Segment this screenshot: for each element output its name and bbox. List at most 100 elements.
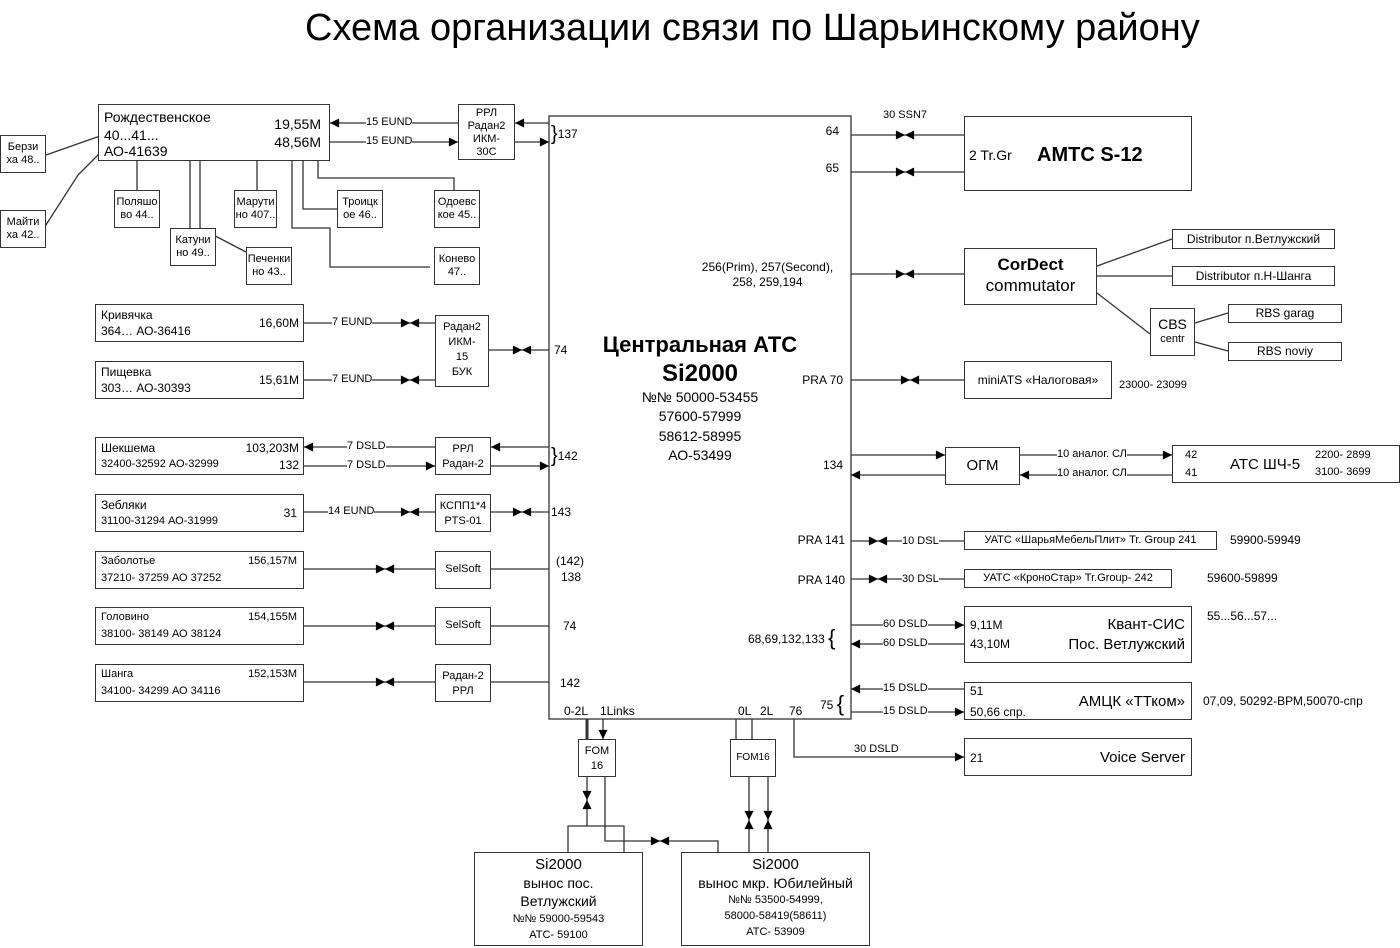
node-label: ое 46.. (343, 209, 377, 221)
si2000-vynos-vetluzhsky: Si2000 вынос пос. Ветлужский №№ 59000-59… (474, 852, 643, 946)
cbs-centr: CBS centr (1150, 308, 1195, 356)
port-label: 256(Prim), 257(Second), (701, 260, 834, 274)
port-label: 134 (822, 458, 843, 472)
port-label: 142 (560, 676, 581, 690)
central-number-range: №№ 50000-53455 (641, 389, 759, 405)
node-name: АМЦК «ТТком» (1078, 693, 1185, 710)
node-label: но 407.. (235, 209, 276, 221)
port-number: 142 (557, 449, 578, 463)
node-port: 15,61M (258, 373, 299, 387)
selsoft-golovino: SelSoft (435, 607, 491, 645)
link-label: 30 SSN7 (883, 109, 928, 121)
ats-shch5: 42 41 АТС ШЧ-5 2200- 2899 3100- 3699 (1172, 445, 1400, 483)
node-label: Печенки (247, 253, 291, 265)
amts-s12: 2 Tr.Gr АМТС S-12 (964, 116, 1192, 191)
device-label: РРЛ (452, 443, 474, 455)
port-label: 74 (554, 343, 568, 357)
node-name: АМТС S-12 (1037, 144, 1143, 166)
link-label: 15 DSLD (883, 682, 928, 695)
number-range: 58000-58419(58611) (724, 910, 827, 922)
si2000-vynos-yubileyny: Si2000 вынос мкр. Юбилейный №№ 53500-549… (681, 852, 870, 946)
node-subtitle: Пос. Ветлужский (1068, 636, 1185, 653)
node-subtitle: commutator (985, 276, 1076, 295)
node-label: Одоевс (437, 196, 477, 208)
link-label: 14 EUND (328, 505, 375, 518)
link-label: 7 DSLD (347, 459, 386, 472)
node-numbers: 32400-32592 АО-32999 (101, 458, 219, 470)
number-range: 2200- 2899 (1315, 449, 1371, 461)
port-number: 137 (557, 127, 578, 141)
port-label: 138 (561, 570, 582, 584)
port-label: 51 (970, 684, 984, 698)
device-label: Радан2 (467, 120, 506, 132)
voice-server: 21 Voice Server (964, 738, 1192, 776)
node-label: ха 48.. (6, 154, 40, 166)
number-range: АТС- 59100 (529, 929, 588, 941)
central-ats-name: Центральная АТС (602, 332, 798, 357)
radan2-ikm15-buk: Радан2 ИКМ- 15 БУК (435, 315, 489, 387)
node-pishchevka: Пищевка 303… АО-30393 15,61M (95, 361, 304, 399)
node-label: Майти (6, 216, 40, 228)
device-label: SelSoft (445, 619, 481, 631)
link-label: 7 DSLD (347, 440, 386, 453)
device-label: ИКМ- (448, 336, 476, 348)
kvant-sis: 9,11M 43,10M Квант-СИС Пос. Ветлужский (964, 606, 1192, 663)
port-label: 21 (970, 751, 984, 765)
port-label: 0-2L (564, 704, 589, 718)
port-label: 68,69,132,133 { (748, 625, 836, 650)
node-zeblyaki: Зебляки 31100-31294 АО-31999 31 (95, 494, 304, 532)
node-port: 156,157M (248, 555, 297, 567)
device-label: ИКМ- (472, 133, 501, 145)
node-krivyachka: Кривячка 364… АО-36416 16,60M (95, 304, 304, 342)
number-range: 07,09, 50292-ВРМ,50070-спр (1203, 694, 1363, 708)
node-subtitle: Ветлужский (520, 893, 597, 909)
link-label: 10 аналог. СЛ (1057, 448, 1127, 461)
node-label: 47.. (447, 266, 467, 278)
node-label: Марути (236, 196, 275, 208)
node-numbers: 38100- 38149 АО 38124 (101, 628, 222, 640)
node-zabolotye: Заболотье 37210- 37259 АО 37252 156,157M (95, 551, 304, 589)
device-label: PTS-01 (444, 515, 482, 527)
node-numbers: 364… АО-36416 (101, 324, 191, 338)
node-label: Конево (438, 253, 476, 265)
node-name: Si2000 (535, 856, 582, 873)
node-port: 152,153M (248, 668, 297, 680)
rbs-garag: RBS garag (1228, 304, 1342, 323)
selsoft-zabolotye: SelSoft (435, 551, 491, 589)
link-label: 30 DSLD (854, 743, 899, 755)
device-label: 30С (476, 146, 497, 158)
link-label: 15 DSLD (883, 705, 928, 718)
port-label: 74 (563, 619, 577, 633)
number-range: АТС- 53909 (746, 926, 805, 938)
node-port: 132 (278, 458, 299, 472)
link-label: 60 DSLD (883, 618, 928, 631)
device-label: Радан-2 (442, 458, 484, 470)
link-label: 7 EUND (332, 373, 373, 386)
rbs-noviy: RBS noviy (1228, 342, 1342, 361)
node-numbers: 31100-31294 АО-31999 (101, 515, 218, 527)
node-label: ха 42.. (6, 229, 40, 241)
node-name: Рождественское (104, 109, 211, 125)
page-title: Схема организации связи по Шарьинскому р… (305, 7, 1200, 49)
node-shanga: Шанга 34100- 34299 АО 34116 152,153M (95, 664, 304, 702)
amck-ttkom: 51 50,66 спр. АМЦК «ТТком» (964, 682, 1192, 720)
ogm: ОГМ (945, 447, 1020, 485)
node-name: Шекшема (101, 441, 156, 455)
device-label: 15 (455, 351, 469, 363)
central-ats-box (548, 115, 852, 720)
node-numbers: 303… АО-30393 (101, 381, 191, 395)
central-number-range: АО-53499 (668, 447, 732, 463)
node-label: Поляшо (116, 196, 158, 208)
node-port: 48,56M (274, 134, 321, 150)
port-label: 76 (789, 704, 803, 718)
node-shekshema: Шекшема 32400-32592 АО-32999 103,203M 13… (95, 437, 304, 475)
distributor-vetluzhsky: Distributor п.Ветлужский (1172, 229, 1335, 249)
node-port: 31 (283, 506, 297, 520)
node-port: 16,60M (258, 316, 299, 330)
port-label: PRA 140 (797, 573, 845, 587)
node-rozhdestvenskoe: Рождественское 40...41... АО-41639 19,55… (98, 104, 330, 161)
device-label: Радан-2 (442, 670, 484, 682)
